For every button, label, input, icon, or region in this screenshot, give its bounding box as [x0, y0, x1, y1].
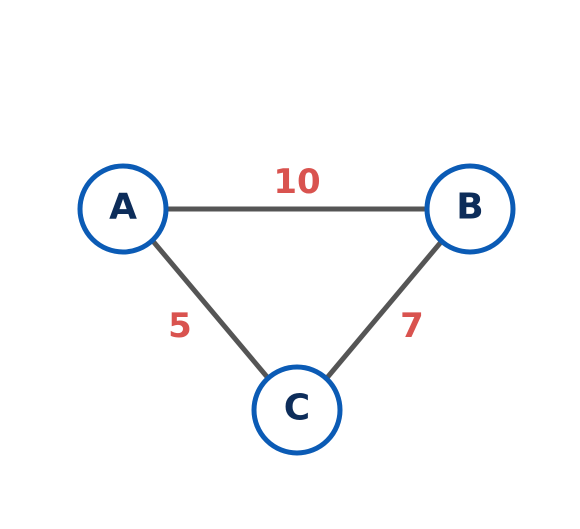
edge-b-c — [324, 240, 443, 381]
node-a-label: A — [109, 187, 137, 228]
edge-weight-b-c: 7 — [400, 306, 424, 346]
node-a: A — [77, 163, 169, 255]
node-c: C — [251, 364, 343, 456]
node-a-circle — [77, 163, 169, 255]
edge-weight-a-b: 10 — [273, 162, 320, 202]
edge-a-c — [150, 238, 270, 380]
node-c-label: C — [284, 388, 310, 429]
node-b-label: B — [456, 187, 483, 228]
node-c-circle — [251, 364, 343, 456]
node-b-circle — [424, 163, 516, 255]
edge-weight-a-c: 5 — [168, 306, 192, 346]
node-b: B — [424, 163, 516, 255]
